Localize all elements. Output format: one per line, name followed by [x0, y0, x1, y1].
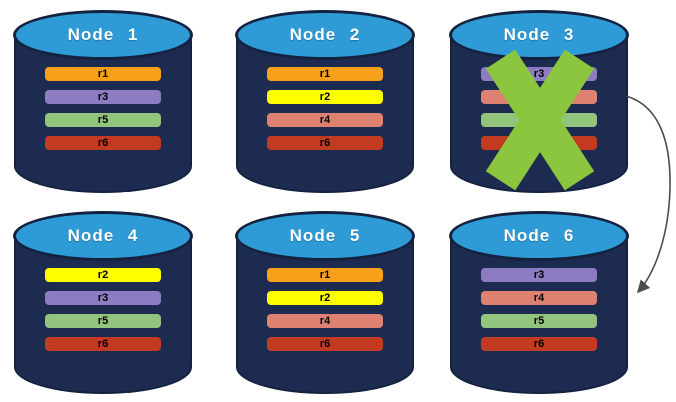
replica-label: r6	[97, 137, 109, 149]
db-node-top: Node 5	[235, 211, 415, 261]
replica-bar-r4: r4	[481, 291, 597, 305]
replica-bar-r5: r5	[481, 314, 597, 328]
replica-bar-r1: r1	[45, 67, 161, 81]
db-node-node-4: r2 r3 r5 r6 Node 4	[13, 211, 193, 394]
replica-label: r3	[533, 68, 545, 80]
replica-list: r1 r3 r5 r6	[45, 67, 161, 150]
replica-list: r3	[481, 67, 597, 150]
replica-bar-r3: r3	[45, 291, 161, 305]
node-title: Node 1	[67, 25, 139, 44]
node-title: Node 6	[503, 226, 575, 245]
replica-label: r1	[97, 68, 109, 80]
replica-bar-r6: r6	[267, 337, 383, 351]
replica-bar-r1: r1	[267, 268, 383, 282]
node-title: Node 4	[67, 226, 139, 245]
replica-bar-r5: r5	[45, 314, 161, 328]
replica-label: r2	[319, 91, 331, 103]
replica-move-arrow	[625, 95, 671, 294]
db-node-node-5: r1 r2 r4 r6 Node 5	[235, 211, 415, 394]
replica-bar-r6: r6	[267, 136, 383, 150]
replica-bar-r5: r5	[45, 113, 161, 127]
replica-bar-r3: r3	[481, 268, 597, 282]
replica-label: r2	[97, 269, 109, 281]
replica-bar	[481, 136, 597, 150]
replica-label: r1	[319, 68, 331, 80]
db-node-node-1: r1 r3 r5 r6 Node 1	[13, 10, 193, 193]
replica-bar-r1: r1	[267, 67, 383, 81]
replica-bar-r4: r4	[267, 113, 383, 127]
replica-label: r5	[533, 315, 545, 327]
db-node-top: Node 4	[13, 211, 193, 261]
replica-bar-r6: r6	[45, 337, 161, 351]
replica-list: r3 r4 r5 r6	[481, 268, 597, 351]
replica-label: r6	[533, 338, 545, 350]
replica-label: r4	[319, 114, 331, 126]
node-title: Node 3	[503, 25, 575, 44]
replica-label: r6	[319, 137, 331, 149]
db-node-node-2: r1 r2 r4 r6 Node 2	[235, 10, 415, 193]
replica-bar	[481, 90, 597, 104]
replica-label: r6	[97, 338, 109, 350]
replica-bar-r6: r6	[481, 337, 597, 351]
replica-label: r3	[97, 91, 109, 103]
db-node-top: Node 2	[235, 10, 415, 60]
replica-bar-r2: r2	[267, 90, 383, 104]
replica-label: r6	[319, 338, 331, 350]
replica-bar-r2: r2	[267, 291, 383, 305]
replica-label: r3	[97, 292, 109, 304]
replica-bar-r3: r3	[481, 67, 597, 81]
db-node-top: Node 1	[13, 10, 193, 60]
node-title: Node 5	[289, 226, 361, 245]
node-title: Node 2	[289, 25, 361, 44]
replica-label: r2	[319, 292, 331, 304]
replica-list: r1 r2 r4 r6	[267, 268, 383, 351]
replica-label: r5	[97, 114, 109, 126]
replica-label: r3	[533, 269, 545, 281]
replica-label: r1	[319, 269, 331, 281]
replica-bar-r3: r3	[45, 90, 161, 104]
db-node-top: Node 3	[449, 10, 629, 60]
replica-list: r2 r3 r5 r6	[45, 268, 161, 351]
replica-label: r4	[319, 315, 331, 327]
replica-label: r5	[97, 315, 109, 327]
replica-list: r1 r2 r4 r6	[267, 67, 383, 150]
replica-bar	[481, 113, 597, 127]
replica-label: r4	[533, 292, 545, 304]
db-node-node-6: r3 r4 r5 r6 Node 6	[449, 211, 629, 394]
db-node-node-3: r3 Node 3	[449, 10, 629, 193]
db-node-top: Node 6	[449, 211, 629, 261]
replica-bar-r2: r2	[45, 268, 161, 282]
replica-bar-r4: r4	[267, 314, 383, 328]
replica-bar-r6: r6	[45, 136, 161, 150]
